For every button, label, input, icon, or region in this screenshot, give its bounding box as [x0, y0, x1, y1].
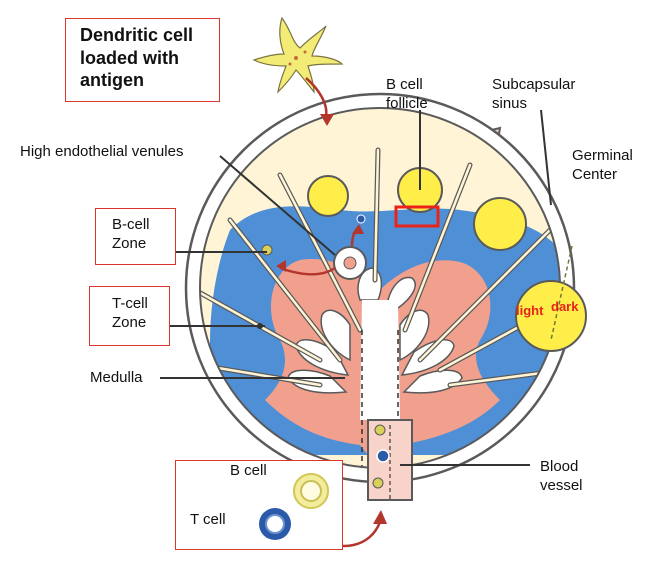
medulla-label: Medulla	[90, 369, 143, 386]
high-endothelial-venules-label: High endothelial venules	[20, 143, 184, 160]
dendritic-cell-icon	[252, 16, 344, 94]
highlight-rectangle	[394, 205, 440, 228]
b-cell-zone-box	[95, 208, 176, 265]
t-cell-zone-label: T-cell Zone	[112, 295, 148, 331]
t-cell-zone-box	[89, 286, 170, 346]
subcapsular-sinus-label: Subcapsular sinus	[492, 76, 576, 112]
dendritic-cell-label: Dendritic cell loaded with antigen	[80, 25, 194, 90]
dendritic-arrow	[305, 77, 328, 117]
dark-zone-label: dark	[551, 299, 579, 314]
follicle-left	[307, 175, 349, 217]
follicle-right	[473, 197, 527, 251]
leader-lines	[160, 109, 552, 466]
b-cell-label: B cell	[230, 462, 267, 479]
light-zone-label: light	[516, 303, 544, 318]
blood-vessel-label: Blood vessel	[540, 458, 583, 494]
t-cell-label: T cell	[190, 511, 226, 528]
b-cell-follicle-label: B cell follicle	[386, 76, 428, 112]
hev-icon	[333, 246, 367, 280]
germinal-center-follicle	[515, 280, 587, 352]
germinal-center-label: Germinal Center	[572, 147, 633, 183]
b-cell-zone-label: B-cell Zone	[112, 216, 150, 252]
b-cell-follicles	[307, 167, 587, 352]
dendritic-cell-box	[65, 18, 220, 102]
